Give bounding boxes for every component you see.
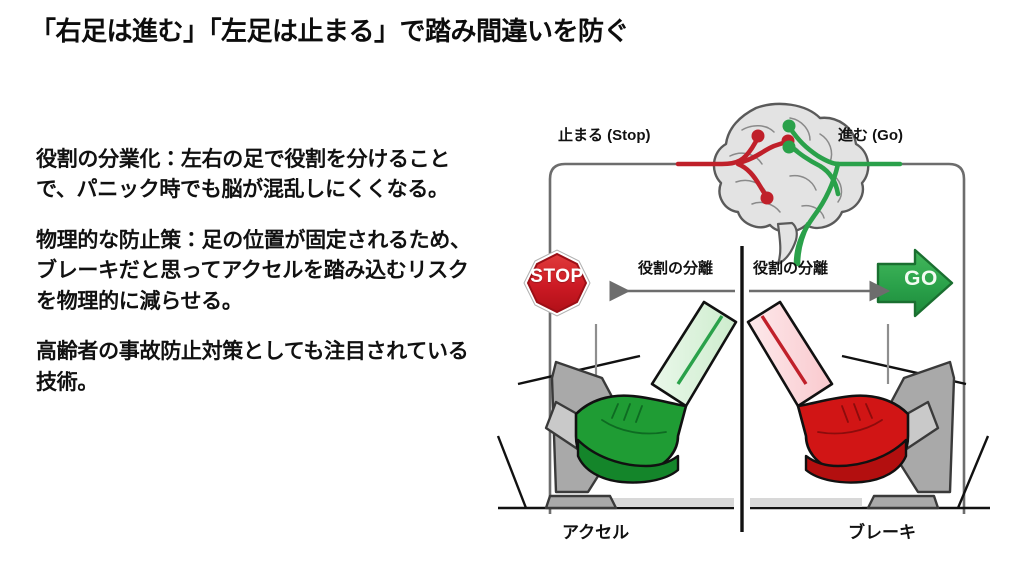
explanation-text-column: 役割の分業化：左右の足で役割を分けることで、パニック時でも脳が混乱しにくくなる。…	[36, 145, 476, 398]
diagram-canvas	[496, 102, 990, 532]
paragraph-elderly-safety: 高齢者の事故防止対策としても注目されている技術。	[36, 340, 469, 394]
paragraph-role-division: 役割の分業化：左右の足で役割を分けることで、パニック時でも脳が混乱しにくくなる。	[36, 148, 450, 202]
page-title: 「右足は進む」「左足は止まる」で踏み間違いを防ぐ	[30, 16, 630, 46]
nerve-path-stop	[675, 135, 789, 199]
separation-label-right: 役割の分離	[753, 260, 829, 277]
nerve-node-go-2	[782, 140, 796, 154]
separation-label-left: 役割の分離	[638, 260, 714, 277]
signal-connector-lines	[548, 162, 966, 514]
accelerator-pedal-illustration	[496, 300, 738, 510]
brain-label-go: 進む (Go)	[838, 127, 903, 144]
nerve-node-stop-1	[751, 129, 765, 143]
pedal-separation-diagram: 止まる (Stop) 進む (Go) STOP GO 役割の分離 役割の分離 ア…	[490, 84, 1024, 564]
stop-sign	[523, 249, 591, 317]
brain-label-stop: 止まる (Stop)	[558, 127, 651, 144]
pedal-label-accelerator: アクセル	[562, 523, 630, 542]
nerve-node-stop-3	[760, 191, 774, 205]
brain-illustration	[675, 102, 903, 267]
go-sign	[876, 248, 954, 318]
pedal-label-brake: ブレーキ	[848, 523, 916, 542]
brake-pedal-illustration	[746, 300, 990, 510]
nerve-node-go-1	[782, 119, 796, 133]
paragraph-physical-prevention: 物理的な防止策：足の位置が固定されるため、ブレーキだと思ってアクセルを踏み込むリ…	[36, 228, 471, 313]
nerve-path-go	[787, 125, 903, 267]
